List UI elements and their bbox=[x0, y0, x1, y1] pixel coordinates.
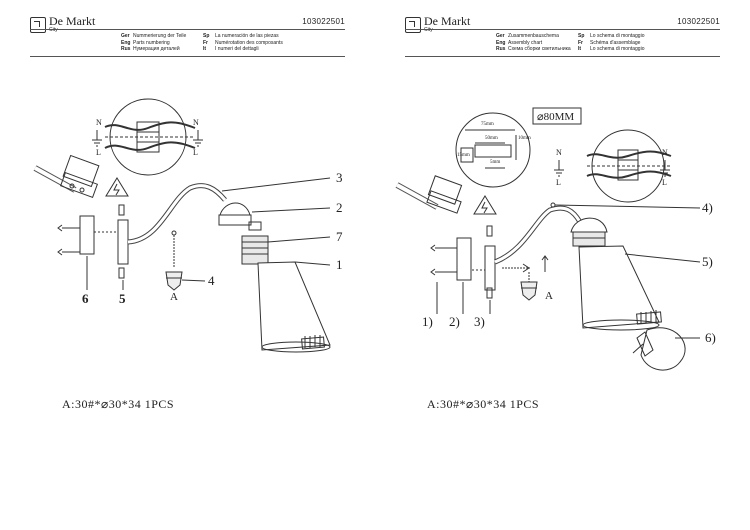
label-rus: Нумерация деталей bbox=[133, 46, 180, 52]
callout-6: 6) bbox=[705, 330, 716, 345]
callout-7: 7 bbox=[336, 229, 343, 244]
callout-3: 3 bbox=[336, 170, 343, 185]
label-sp: La numeración de las piezas bbox=[215, 33, 279, 39]
callout-a: A bbox=[170, 291, 178, 303]
callout-1: 1) bbox=[422, 314, 433, 329]
wire-label-l-right: L bbox=[662, 178, 667, 187]
diameter-label: ⌀80MM bbox=[537, 111, 575, 123]
ground-icon-left bbox=[554, 160, 564, 177]
label-eng: Parts numbering bbox=[133, 39, 170, 46]
header-rule-bottom bbox=[405, 56, 720, 57]
brand-name: De Markt bbox=[424, 14, 471, 28]
wire-label-l-left: L bbox=[96, 148, 101, 157]
ground-icon-left bbox=[92, 130, 102, 147]
product-code: 103022501 bbox=[302, 17, 345, 26]
header-rule-bottom bbox=[30, 56, 345, 57]
label-sp: Lo schema di montaggio bbox=[590, 33, 645, 39]
warning-icon bbox=[473, 195, 497, 215]
brand-logo: De Markt City bbox=[405, 14, 471, 33]
label-fr: Numérotation des composants bbox=[215, 39, 283, 46]
callout-4: 4 bbox=[208, 273, 215, 288]
callout-5: 5) bbox=[702, 254, 713, 269]
lamp-parts-diagram bbox=[33, 98, 331, 353]
parts-caption: A:30#*⌀30*34 1PCS bbox=[427, 397, 540, 411]
label-it: Lo schema di montaggio bbox=[590, 46, 645, 52]
label-fr: Schéma d'assemblage bbox=[590, 39, 641, 46]
logo-mark-icon bbox=[405, 16, 421, 33]
wire-label-n-left: N bbox=[96, 118, 102, 127]
dim-50: 50mm bbox=[485, 136, 498, 141]
wire-label-l-left: L bbox=[556, 178, 561, 187]
label-rus: Схема сборки светильника bbox=[508, 46, 571, 52]
dim-15: 15mm bbox=[457, 153, 470, 158]
wire-label-n-right: N bbox=[193, 118, 199, 127]
wire-label-n-left: N bbox=[556, 148, 562, 157]
ground-icon-right bbox=[193, 130, 203, 147]
callout-4: 4) bbox=[702, 200, 713, 215]
label-it: I numeri del dettagli bbox=[215, 46, 259, 52]
dim-10: 10mm bbox=[518, 136, 531, 141]
brand-sub: City bbox=[49, 27, 58, 33]
header-rule bbox=[30, 29, 345, 30]
dimension-detail-circle bbox=[455, 112, 531, 188]
callout-3: 3) bbox=[474, 314, 485, 329]
dim-75: 75mm bbox=[481, 122, 494, 127]
assembly-diagram bbox=[395, 107, 701, 371]
wire-label-n-right: N bbox=[662, 148, 668, 157]
dim-5: 5mm bbox=[490, 160, 501, 165]
ground-icon-right bbox=[660, 160, 670, 177]
parts-caption: A:30#*⌀30*34 1PCS bbox=[62, 397, 175, 411]
brand-name: De Markt bbox=[49, 14, 96, 28]
callout-2: 2) bbox=[449, 314, 460, 329]
callout-5: 5 bbox=[119, 291, 126, 306]
callout-2: 2 bbox=[336, 200, 343, 215]
brand-logo: De Markt City bbox=[30, 14, 96, 33]
warning-icon bbox=[105, 177, 129, 197]
product-code: 103022501 bbox=[677, 17, 720, 26]
label-ger: Nummerierung der Teile bbox=[133, 33, 187, 39]
wire-label-l-right: L bbox=[193, 148, 198, 157]
header-rule bbox=[405, 29, 720, 30]
diameter-box bbox=[532, 107, 582, 125]
label-eng: Assembly chart bbox=[508, 39, 543, 46]
callout-6: 6 bbox=[82, 291, 89, 306]
callout-1: 1 bbox=[336, 257, 343, 272]
brand-sub: City bbox=[424, 27, 433, 33]
label-ger: Zusammenbauschema bbox=[508, 33, 559, 39]
logo-mark-icon bbox=[30, 16, 46, 33]
callout-a: A bbox=[545, 290, 553, 302]
